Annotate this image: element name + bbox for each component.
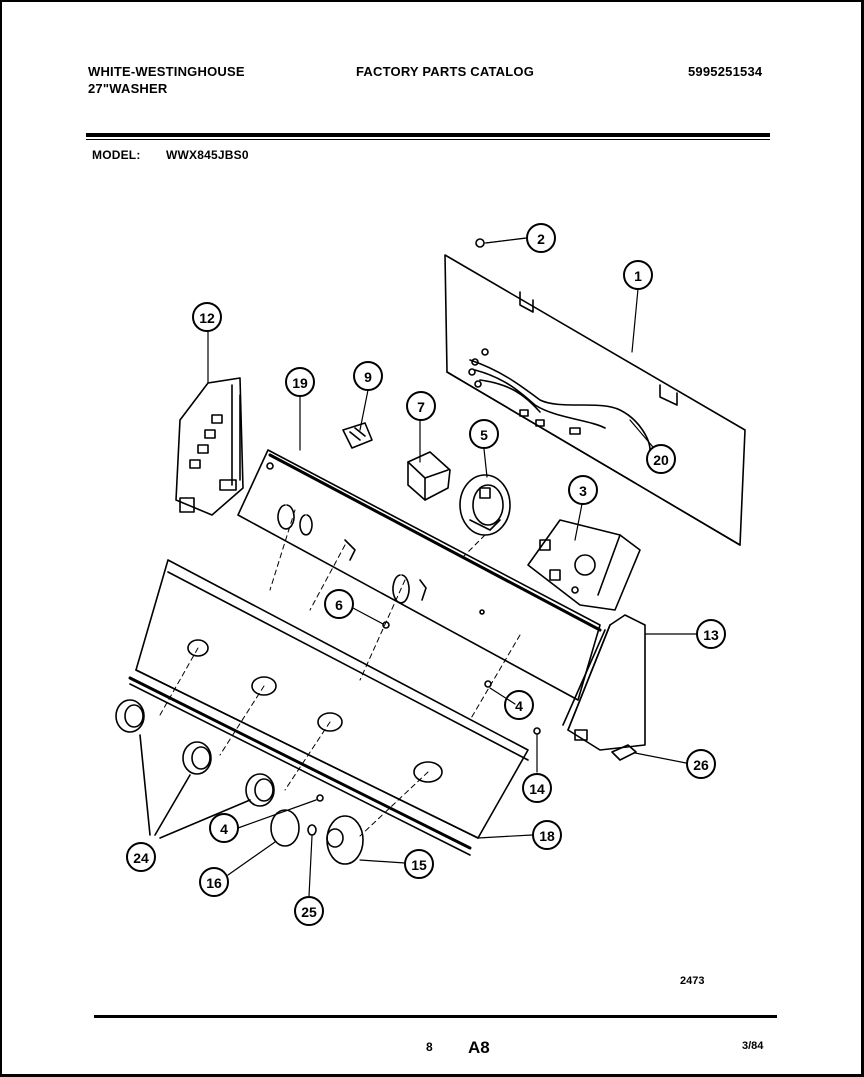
callout-19-label: 19 xyxy=(292,375,308,391)
brand-name: WHITE-WESTINGHOUSE xyxy=(88,64,245,79)
callout-3 xyxy=(568,475,598,505)
callout-25-label: 25 xyxy=(301,904,317,920)
knobs-part-24 xyxy=(115,699,275,839)
switch-part-9 xyxy=(342,422,373,449)
pressure-switch-part-5 xyxy=(459,474,511,536)
screw-part-4-lower xyxy=(316,794,324,802)
dial-part-15 xyxy=(326,815,364,865)
diagram-reference-code: 2473 xyxy=(680,975,705,987)
assembly-guide-lines xyxy=(159,509,521,837)
catalog-date: 3/84 xyxy=(742,1040,764,1052)
callout-7-label: 7 xyxy=(417,399,425,415)
control-panel-part-19 xyxy=(237,449,602,701)
header-rule-thin xyxy=(86,139,770,140)
knob-part-16 xyxy=(270,809,300,847)
callout-1-label: 1 xyxy=(634,268,642,284)
callout-1 xyxy=(623,260,653,290)
callout-16 xyxy=(199,867,229,897)
callout-5-label: 5 xyxy=(480,427,488,443)
clip-part-26 xyxy=(611,744,637,761)
callout-4-lower xyxy=(209,813,239,843)
callout-26 xyxy=(686,749,716,779)
callout-9 xyxy=(353,361,383,391)
screw-part-14 xyxy=(533,727,541,735)
callout-9-label: 9 xyxy=(364,369,372,385)
model-label: MODEL: xyxy=(92,148,141,162)
callout-6 xyxy=(324,589,354,619)
callout-2 xyxy=(526,223,556,253)
callout-4-upper xyxy=(504,690,534,720)
leader-lines xyxy=(207,237,697,897)
product-subtitle: 27"WASHER xyxy=(88,81,168,96)
header-rule xyxy=(86,133,770,137)
callout-4-lower-label: 4 xyxy=(220,821,228,837)
callout-20-label: 20 xyxy=(653,452,669,468)
callout-4-upper-label: 4 xyxy=(515,698,523,714)
wire-harness-part-20 xyxy=(468,348,651,451)
callout-18-label: 18 xyxy=(539,828,555,844)
callout-13 xyxy=(696,619,726,649)
callout-7 xyxy=(406,391,436,421)
selector-switch-part-7 xyxy=(407,451,451,501)
callout-5 xyxy=(469,419,499,449)
callout-18 xyxy=(532,820,562,850)
callout-24 xyxy=(126,842,156,872)
catalog-title: FACTORY PARTS CATALOG xyxy=(356,64,535,79)
bracket-part-12 xyxy=(175,377,244,516)
spring-part-25 xyxy=(307,824,317,836)
footer-rule xyxy=(94,1015,777,1018)
callout-14-label: 14 xyxy=(529,781,545,797)
section-code: A8 xyxy=(468,1038,490,1057)
console-part-18 xyxy=(128,559,529,856)
callout-13-label: 13 xyxy=(703,627,719,643)
model-value: WWX845JBS0 xyxy=(166,148,249,162)
callout-6-label: 6 xyxy=(335,597,343,613)
callout-16-label: 16 xyxy=(206,875,222,891)
catalog-part-number: 5995251534 xyxy=(688,64,763,79)
callout-12-label: 12 xyxy=(199,310,215,326)
callout-19 xyxy=(285,367,315,397)
callout-25 xyxy=(294,896,324,926)
callout-14 xyxy=(522,773,552,803)
callout-2-label: 2 xyxy=(537,231,545,247)
callout-15 xyxy=(404,849,434,879)
callout-3-label: 3 xyxy=(579,483,587,499)
page-number: 8 xyxy=(426,1040,433,1054)
callout-15-label: 15 xyxy=(411,857,427,873)
callout-20 xyxy=(646,444,676,474)
timer-part-3 xyxy=(527,519,641,611)
callout-12 xyxy=(192,302,222,332)
callout-26-label: 26 xyxy=(693,757,709,773)
callout-24-label: 24 xyxy=(133,850,149,866)
end-cap-part-13 xyxy=(562,614,646,751)
